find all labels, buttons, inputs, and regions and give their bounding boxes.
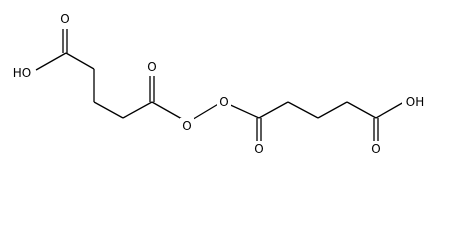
bond-c3-c4 — [93, 101, 124, 119]
atom-ho-left: HO — [13, 66, 31, 80]
atom-oh-right: OH — [406, 95, 424, 109]
atom-labels: O HO O O O O OH O — [10, 10, 428, 157]
atom-o-peroxide-left: O — [182, 119, 191, 133]
atom-o-left-carbonyl: O — [147, 60, 156, 74]
peroxide-structure-diagram: O HO O O O O OH O — [10, 10, 428, 157]
atom-o-top-carboxyl: O — [60, 12, 69, 26]
peroxide-bridge — [189, 102, 221, 122]
bond-c7-c8 — [287, 101, 319, 119]
bond-c1-c2 — [65, 52, 95, 70]
bond-c1-oh — [35, 52, 67, 71]
bond-o-peroxide-c6 — [225, 102, 260, 119]
atom-o-peroxide-right: O — [219, 95, 228, 109]
bond-c8-c9 — [317, 101, 348, 119]
bond-c4-c5 — [122, 101, 153, 119]
bond-c6-c7 — [258, 101, 289, 119]
bond-c5-o-peroxide — [151, 101, 183, 120]
left-glutaryl-chain — [35, 29, 183, 120]
bond-c9-c10 — [346, 101, 377, 119]
atom-o-right-carbonyl: O — [254, 142, 263, 156]
right-glutaryl-chain — [225, 101, 405, 145]
bond-c10-oh — [375, 101, 405, 119]
atom-o-bottom-carboxyl: O — [371, 142, 380, 156]
bond-o-o — [189, 102, 221, 122]
